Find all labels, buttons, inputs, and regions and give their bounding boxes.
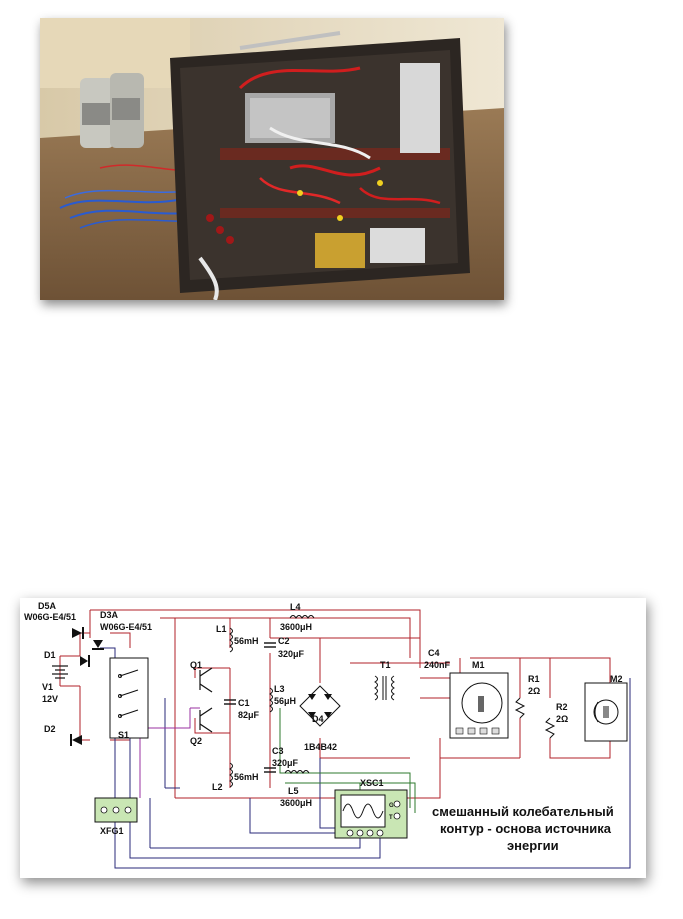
oscilloscope-xsc1 bbox=[334, 789, 408, 839]
label-l4: L4 bbox=[290, 602, 301, 612]
label-d2: D2 bbox=[44, 724, 56, 734]
capacitor-c1 bbox=[224, 699, 236, 705]
inductor-l2 bbox=[229, 762, 233, 788]
label-d4: D4 bbox=[312, 714, 324, 724]
label-xsc1-t: T bbox=[389, 815, 393, 821]
resistor-r1 bbox=[514, 697, 526, 719]
capacitor-c2 bbox=[264, 642, 276, 648]
label-r2-value: 2Ω bbox=[556, 714, 568, 724]
label-c3: C3 bbox=[272, 746, 284, 756]
label-c4-value: 240nF bbox=[424, 660, 451, 670]
label-t1: T1 bbox=[380, 660, 391, 670]
label-xsc1: XSC1 bbox=[360, 778, 384, 788]
blue-wires bbox=[100, 647, 631, 869]
label-l2: L2 bbox=[212, 782, 223, 792]
label-l2-value: 56mH bbox=[234, 772, 259, 782]
motor-m2 bbox=[584, 682, 628, 742]
transistor-q1 bbox=[199, 667, 213, 693]
schematic-drawing: D5A W06G-E4/51 D3A W06G-E4/51 D1 V1 12V … bbox=[24, 601, 631, 869]
label-xsc1-g: G bbox=[389, 803, 394, 809]
label-l5: L5 bbox=[288, 786, 299, 796]
label-r1: R1 bbox=[528, 674, 540, 684]
label-l3: L3 bbox=[274, 684, 285, 694]
label-s1: S1 bbox=[118, 730, 129, 740]
inductor-l1 bbox=[229, 627, 233, 653]
label-l1-value: 56mH bbox=[234, 636, 259, 646]
caption-line-2: контур - основа источника bbox=[440, 821, 612, 836]
diode-d5a bbox=[80, 655, 90, 667]
label-q2: Q2 bbox=[190, 736, 202, 746]
label-m2: M2 bbox=[610, 674, 623, 684]
label-l5-value: 3600μH bbox=[280, 798, 312, 808]
label-r1-value: 2Ω bbox=[528, 686, 540, 696]
resistor-r2 bbox=[544, 717, 556, 739]
inductor-l5 bbox=[284, 770, 310, 774]
capacitor-c3 bbox=[264, 767, 276, 773]
label-q1: Q1 bbox=[190, 660, 202, 670]
label-r2: R2 bbox=[556, 702, 568, 712]
diode-d1 bbox=[72, 627, 84, 639]
device-photo-drawing bbox=[40, 18, 504, 300]
label-d4-part: 1B4B42 bbox=[304, 742, 337, 752]
label-c2-value: 320μF bbox=[278, 649, 305, 659]
label-c4: C4 bbox=[428, 648, 440, 658]
diode-d3a bbox=[92, 640, 104, 650]
transformer-t1 bbox=[374, 675, 395, 701]
red-wires bbox=[59, 609, 611, 799]
label-v1-value: 12V bbox=[42, 694, 58, 704]
relay-s1 bbox=[109, 657, 149, 739]
meter-m1 bbox=[449, 672, 509, 739]
label-v1: V1 bbox=[42, 682, 53, 692]
label-l3-value: 56μH bbox=[274, 696, 296, 706]
diode-d2 bbox=[70, 734, 82, 746]
label-d3a: D3A bbox=[100, 610, 119, 620]
battery-v1 bbox=[52, 665, 68, 679]
label-c2: C2 bbox=[278, 636, 290, 646]
label-l4-value: 3600μH bbox=[280, 622, 312, 632]
label-d5a: D5A bbox=[38, 601, 57, 611]
inductor-l4 bbox=[289, 615, 315, 619]
label-c1-value: 82μF bbox=[238, 710, 260, 720]
label-c3-value: 320μF bbox=[272, 758, 299, 768]
circuit-schematic: D5A W06G-E4/51 D3A W06G-E4/51 D1 V1 12V … bbox=[20, 598, 646, 878]
transistor-q2 bbox=[199, 707, 213, 733]
label-xfg1: XFG1 bbox=[100, 826, 124, 836]
label-c1: C1 bbox=[238, 698, 250, 708]
label-m1: M1 bbox=[472, 660, 485, 670]
label-l1: L1 bbox=[216, 624, 227, 634]
purple-wires bbox=[139, 707, 200, 798]
device-photo bbox=[40, 18, 504, 300]
caption-line-3: энергии bbox=[507, 838, 559, 853]
caption-line-1: смешанный колебательный bbox=[432, 804, 614, 819]
bridge-rectifier-d4 bbox=[299, 685, 341, 727]
label-d5a-part: W06G-E4/51 bbox=[24, 612, 76, 622]
label-d3a-part: W06G-E4/51 bbox=[100, 622, 152, 632]
inductor-l3 bbox=[269, 687, 273, 713]
label-d1: D1 bbox=[44, 650, 56, 660]
